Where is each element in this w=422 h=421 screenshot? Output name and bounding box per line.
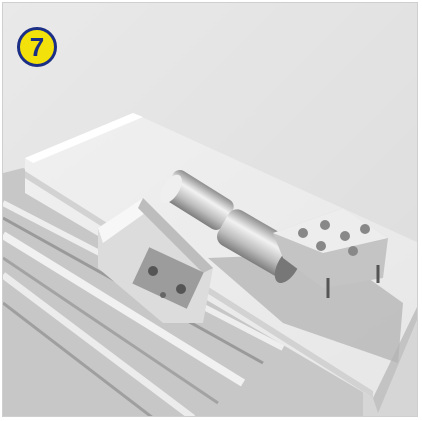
hinge-barrel <box>160 170 234 230</box>
hinge-photo <box>3 3 417 416</box>
step-number: 7 <box>29 32 45 62</box>
photo-frame: 7 <box>2 2 418 417</box>
hinge-arm <box>217 208 388 298</box>
step-number-badge: 7 <box>17 27 57 67</box>
